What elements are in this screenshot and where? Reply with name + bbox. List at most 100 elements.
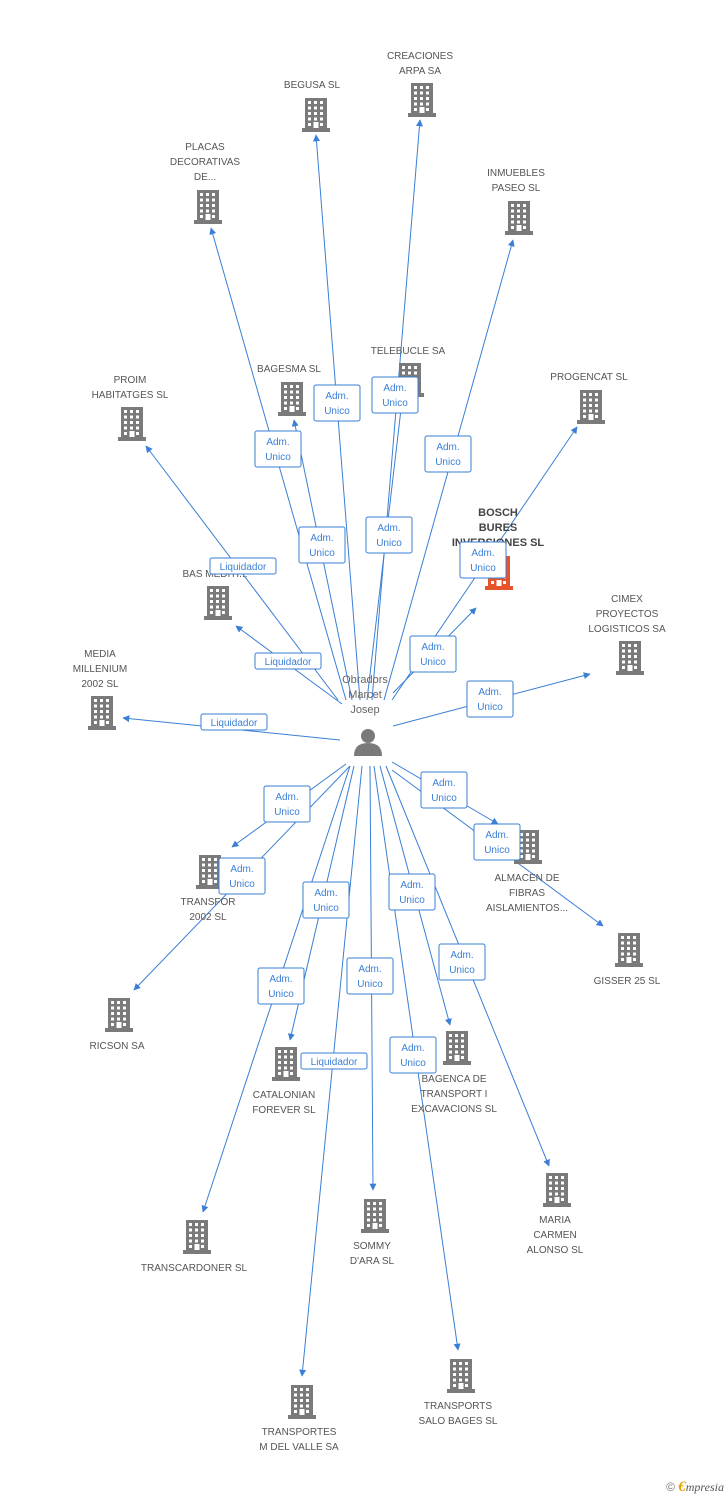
edge-label-box <box>209 557 277 575</box>
edge-label-text: Unico <box>382 398 408 409</box>
edge-label-text: Unico <box>449 965 475 976</box>
edge-label-box <box>257 967 305 1005</box>
edge-label-box <box>313 384 361 422</box>
edge-label-sommy[interactable]: Adm.Unico <box>346 957 394 995</box>
edge-label-transfor[interactable]: Adm.Unico <box>263 785 311 823</box>
company-node-transcardoner[interactable]: TRANSCARDONER SL <box>141 1220 248 1274</box>
company-label: ARPA SA <box>399 66 441 77</box>
edge-label-text: Adm. <box>377 523 400 534</box>
company-label: CATALONIAN <box>253 1090 315 1101</box>
edge-label-inmuebles[interactable]: Adm.Unico <box>424 435 472 473</box>
edge-label-text: Adm. <box>421 642 444 653</box>
edge-label-box <box>388 873 436 911</box>
company-label: CREACIONES <box>387 51 453 62</box>
edge-label-transcardoner[interactable]: Adm.Unico <box>257 967 305 1005</box>
edge-line-transportesm <box>299 765 363 1377</box>
edge-label-box <box>200 713 268 731</box>
company-label: BEGUSA SL <box>284 80 341 91</box>
company-label: TRANSPORTES <box>262 1427 337 1438</box>
company-node-almacen[interactable]: ALMACEN DEFIBRASAISLAMIENTOS... <box>486 830 568 914</box>
edge-label-catalonian[interactable]: Adm.Unico <box>302 881 350 919</box>
edge-label-transportssalo[interactable]: Adm.Unico <box>389 1036 437 1074</box>
company-node-progencat[interactable]: PROGENCAT SL <box>550 372 628 424</box>
company-node-basmed[interactable]: BAS MEDITI... <box>182 569 248 620</box>
edge-label-almacen[interactable]: Adm.Unico <box>420 771 468 809</box>
brand-logo[interactable]: €mpresia <box>678 1479 724 1495</box>
building-icon <box>196 855 224 889</box>
edge-label-text: Adm. <box>275 792 298 803</box>
company-node-creaciones[interactable]: CREACIONES ARPA SA <box>387 51 453 117</box>
edge-label-text: Unico <box>420 657 446 668</box>
edge-label-gisser[interactable]: Adm.Unico <box>473 823 521 861</box>
building-icon <box>204 586 232 620</box>
edge-label-text: Adm. <box>269 974 292 985</box>
edge-label-text: Unico <box>477 702 503 713</box>
edge-label-box <box>254 652 322 670</box>
company-label: PROIM <box>114 375 147 386</box>
company-label: TRANSPORTS <box>424 1401 492 1412</box>
edge-label-placas[interactable]: Adm.Unico <box>254 430 302 468</box>
edge-label-text: Liquidador <box>265 657 312 668</box>
edge-label-box <box>300 1052 368 1070</box>
company-node-gisser[interactable]: GISSER 25 SL <box>594 933 661 987</box>
building-icon <box>543 1173 571 1207</box>
edge-label-begusa[interactable]: Adm.Unico <box>313 384 361 422</box>
edge-label-bosch[interactable]: Adm. Unico <box>409 635 457 673</box>
nodes-layer: CREACIONES ARPA SA BEGUSA SL PLACASDECORATI… <box>73 51 666 1453</box>
company-node-begusa[interactable]: BEGUSA SL <box>284 80 341 132</box>
edge-label-bagesma[interactable]: Adm.Unico <box>298 526 346 564</box>
edge-label-text: Unico <box>309 548 335 559</box>
edge-label-creaciones[interactable]: Adm.Unico <box>371 376 419 414</box>
edge-label-text: Liquidador <box>220 562 267 573</box>
company-label: DE... <box>194 172 216 183</box>
edge-label-text: Adm. <box>485 830 508 841</box>
company-node-ricson[interactable]: RICSON SA <box>89 998 145 1052</box>
edge-label-text: Adm. <box>325 391 348 402</box>
edge-label-telebucle[interactable]: Adm. Unico <box>365 516 413 554</box>
edge-label-box <box>424 435 472 473</box>
edge-label-media[interactable]: Liquidador <box>200 713 268 731</box>
building-icon <box>118 407 146 441</box>
building-icon <box>505 201 533 235</box>
company-node-proim[interactable]: PROIM HABITATGES SL <box>92 375 169 441</box>
company-label: HABITATGES SL <box>92 390 169 401</box>
edge-label-transportesm[interactable]: Liquidador <box>300 1052 368 1070</box>
edge-label-maria[interactable]: Adm.Unico <box>438 943 486 981</box>
edge-label-cimex[interactable]: Adm.Unico <box>466 680 514 718</box>
brand-e: € <box>678 1479 686 1495</box>
company-label: BAGESMA SL <box>257 364 321 375</box>
edge-label-text: Unico <box>357 979 383 990</box>
edge-label-box <box>420 771 468 809</box>
edge-label-box <box>473 823 521 861</box>
edge-label-proim[interactable]: Liquidador <box>209 557 277 575</box>
building-icon <box>288 1385 316 1419</box>
edge-label-progencat[interactable]: Adm.Unico <box>459 541 507 579</box>
edge-label-text: Unico <box>376 538 402 549</box>
edge-label-box <box>218 857 266 895</box>
company-node-bagesma[interactable]: BAGESMA SL <box>257 364 321 416</box>
building-icon <box>447 1359 475 1393</box>
person-icon <box>354 729 382 756</box>
company-node-placas[interactable]: PLACASDECORATIVASDE... <box>170 142 241 224</box>
company-label: BOSCH <box>478 507 518 519</box>
company-label: PLACAS <box>185 142 225 153</box>
edge-label-bagenca[interactable]: Adm.Unico <box>388 873 436 911</box>
company-label: CIMEX <box>611 594 643 605</box>
edge-label-basmed[interactable]: Liquidador <box>254 652 322 670</box>
building-icon <box>105 998 133 1032</box>
building-icon <box>514 830 542 864</box>
building-icon <box>408 83 436 117</box>
edge-label-ricson[interactable]: Adm.Unico <box>218 857 266 895</box>
